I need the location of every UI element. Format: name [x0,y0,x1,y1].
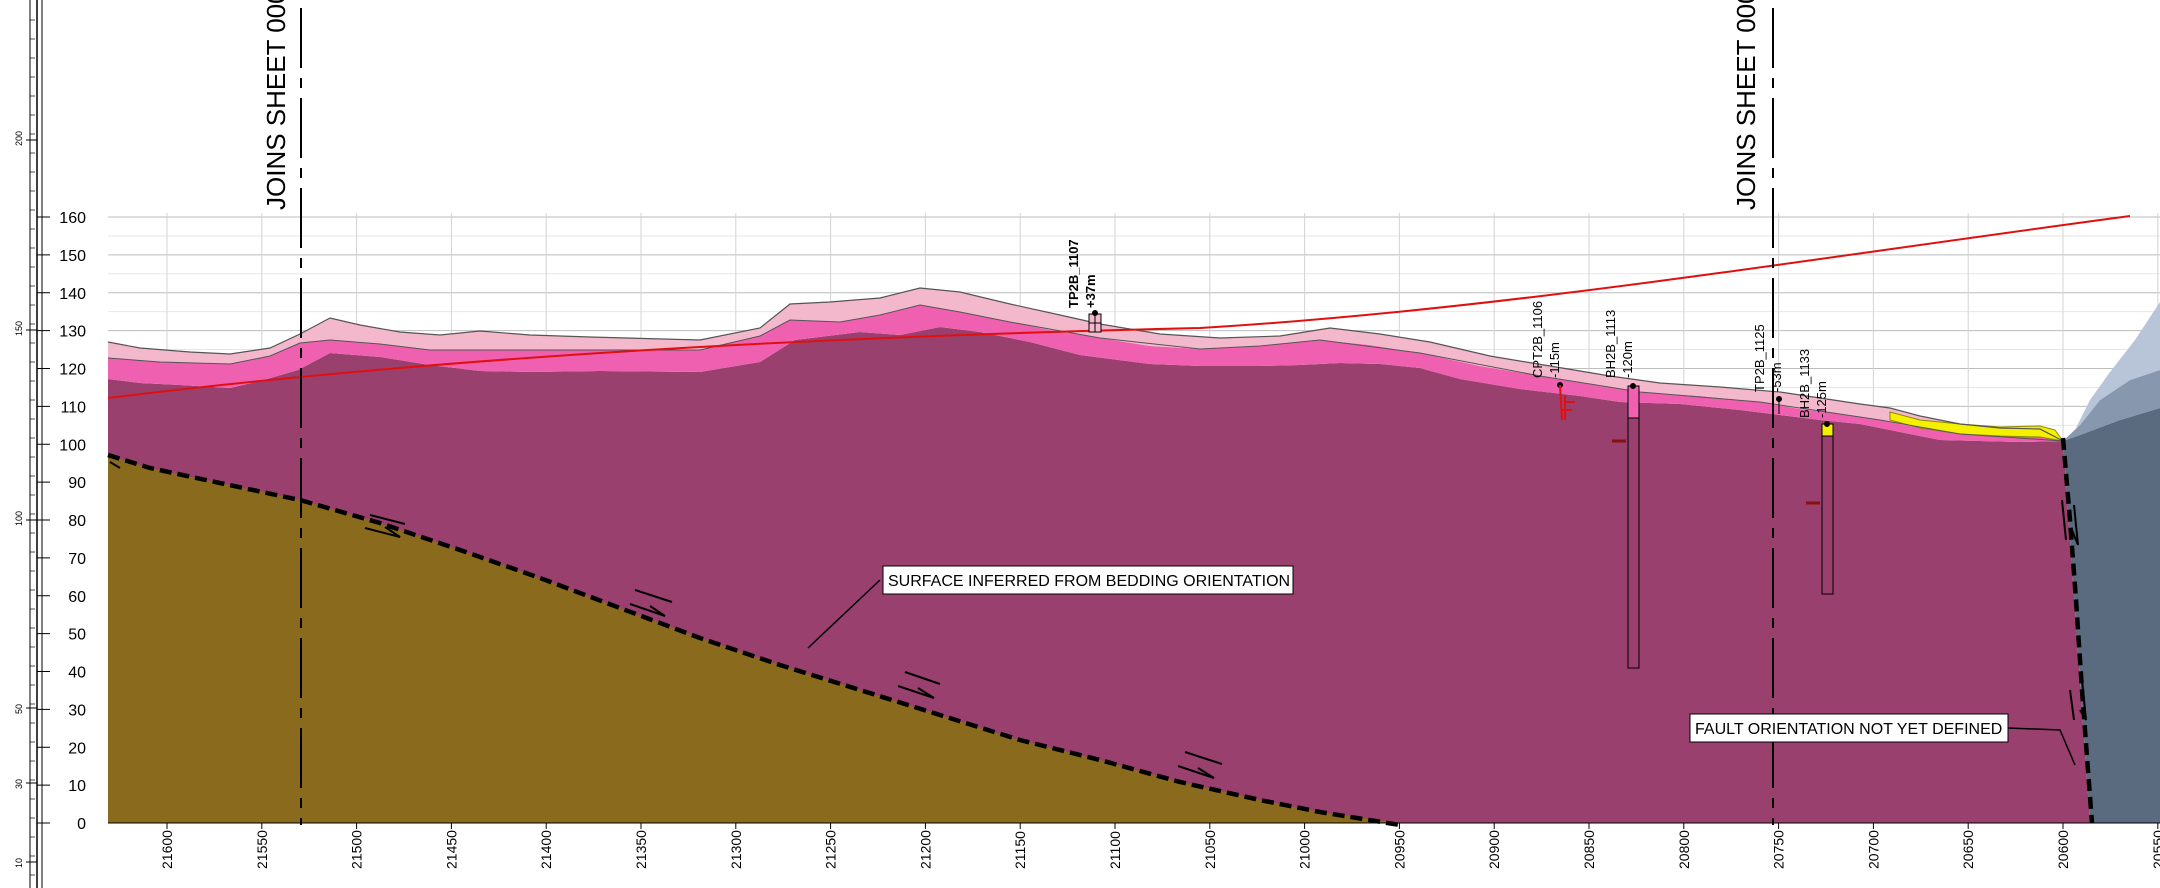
borehole-offset: +37m [1083,274,1098,308]
x-tick-label: 20750 [1771,830,1787,869]
borehole-name: TP2B_1107 [1066,239,1081,308]
x-tick-label: 20600 [2055,830,2071,869]
borehole-name: TP2B_1125 [1752,324,1767,392]
secondary-tick-label: 50 [14,704,24,714]
x-tick-label: 21350 [633,830,649,869]
annotation-surface: SURFACE INFERRED FROM BEDDING ORIENTATIO… [807,565,1294,649]
y-tick-label: 110 [60,399,86,416]
elevation-axis: 0 10 20 30 40 50 60 70 80 90 100 110 120 130 140 150 160 [37,210,86,833]
movement-arrows [109,461,2087,779]
x-tick-label: 21250 [823,830,839,869]
fault-block-mid [2063,370,2160,441]
x-tick-label: 21200 [917,830,933,869]
annotation-fault-text: FAULT ORIENTATION NOT YET DEFINED [1695,721,2002,738]
y-tick-label: 90 [68,475,86,492]
y-tick-label: 0 [77,816,86,833]
y-tick-label: 60 [68,589,86,606]
borehole-name: BH2B_1133 [1797,349,1812,418]
x-tick-label: 20550 [2150,830,2160,869]
secondary-scale: 200 150 100 50 30 10 [14,0,37,888]
borehole-offset: -115m [1547,342,1562,378]
y-tick-label: 20 [68,740,86,757]
x-tick-label: 21050 [1202,830,1218,869]
x-tick-label: 21300 [728,830,744,869]
x-tick-label: 20700 [1865,830,1881,869]
secondary-tick-label: 10 [14,858,24,868]
y-tick-label: 70 [68,551,86,568]
x-tick-label: 21150 [1012,831,1028,869]
fault-line [2060,437,2095,824]
y-tick-label: 30 [68,702,86,719]
borehole-offset: -53m [1769,362,1784,392]
design-line [107,215,2131,399]
borehole-labels: TP2B_1107 +37m CPT2B_1106 -115m BH2B_111… [1066,239,1829,418]
secondary-tick-label: 100 [14,511,24,526]
x-tick-label: 21100 [1107,831,1123,869]
match-label-left: JOINS SHEET 0004 [261,0,291,210]
x-tick-label: 21550 [254,830,270,869]
borehole-offset: -125m [1814,381,1829,418]
annotation-surface-text: SURFACE INFERRED FROM BEDDING ORIENTATIO… [888,573,1290,590]
y-tick-label: 150 [59,248,86,265]
secondary-tick-label: 30 [14,779,24,789]
secondary-tick-label: 200 [14,131,24,146]
x-tick-label: 20650 [1960,830,1976,869]
borehole-logs [1088,310,1834,669]
match-label-right: JOINS SHEET 0006 [1731,0,1761,210]
y-tick-label: 40 [68,665,86,682]
boundary-line [107,304,2064,442]
unit-bedrock-brown [108,455,1400,823]
x-tick-label: 20950 [1391,830,1407,869]
y-tick-label: 120 [59,362,86,379]
y-tick-label: 80 [68,513,86,530]
x-tick-label: 21500 [349,830,365,869]
fault-block-light [2075,302,2160,430]
annotation-fault: FAULT ORIENTATION NOT YET DEFINED [1689,713,2076,766]
x-tick-label: 20900 [1486,830,1502,869]
secondary-tick-label: 150 [14,321,24,336]
y-tick-label: 50 [68,627,86,644]
x-tick-label: 21400 [538,830,554,869]
y-tick-label: 160 [59,210,86,227]
y-tick-label: 10 [68,778,86,795]
y-tick-label: 100 [59,437,86,454]
borehole-offset: -120m [1620,341,1635,378]
fault-block-dark [2063,408,2160,823]
x-tick-label: 21600 [159,830,175,869]
inferred-surface-line [107,452,1401,828]
ground-surface [107,287,2064,442]
x-tick-label: 20850 [1581,830,1597,869]
x-tick-label: 20800 [1676,830,1692,869]
y-tick-label: 130 [59,324,86,341]
x-tick-label: 21450 [443,830,459,869]
x-tick-label: 21000 [1297,830,1313,869]
borehole-name: CPT2B_1106 [1530,301,1545,378]
borehole-name: BH2B_1113 [1603,310,1618,378]
chainage-axis: 21600 21550 21500 21450 21400 21350 21300 21250… [108,822,2160,869]
y-tick-label: 140 [59,286,86,303]
